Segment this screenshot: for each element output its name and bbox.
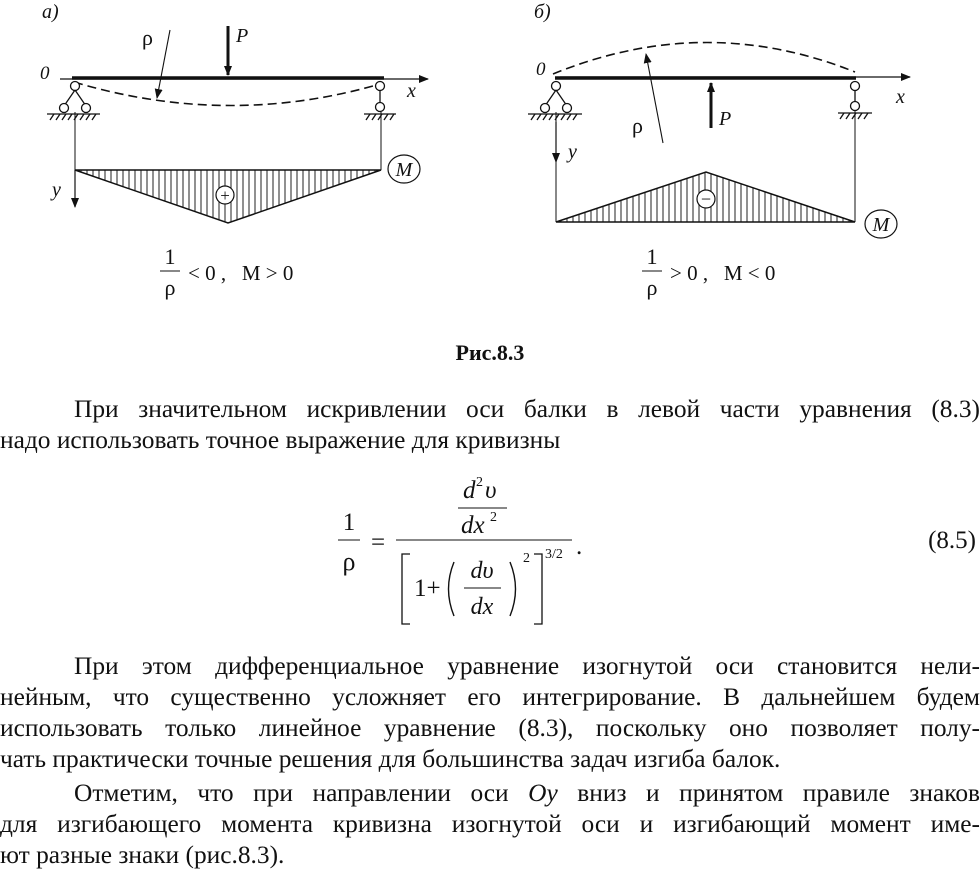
figure-b-sign-circle [696,189,716,209]
paragraph-3-line-1-start: Отметим, что при направлении оси [74,779,529,807]
paragraph-2-line-1: При этом дифференциальное уравнение изог… [74,652,980,680]
paragraph-3-line-3: ют разные знаки (рис.8.3). [0,841,285,869]
figure-caption: Рис.8.3 [455,340,525,365]
equation-8-5: 1 ρ = d 2 υ dx 2 1+ dυ dx 2 3/2 . [338,475,582,625]
eq-num-d: d [463,477,476,504]
figure-a-load-label: P [235,25,248,47]
paragraph-2: При этом дифференциальное уравнение изог… [0,651,980,775]
eq-num-v: υ [485,477,496,504]
figure-b-radius-label: ρ [632,113,643,138]
eq-bracket-left [401,553,410,625]
figure-a-cond-den: ρ [165,275,176,300]
figure-a-roller-support [364,80,396,121]
eq-bracket-right [534,553,543,625]
paragraph-1: При значительном искривлении оси балки в… [0,394,980,456]
eq-inner-num: dυ [470,558,493,584]
figure-a-y-label: y [50,179,61,201]
paragraph-2-line-4: чать практически точные решения для боль… [0,745,781,773]
eq-num-dx: dx [461,512,485,539]
figure-b-moment-circle [864,209,898,239]
figure-a: а) 0 x P ρ [40,1,429,300]
figure-b-y-label: y [566,141,577,163]
figure-b: б) 0 x P ρ [528,1,911,300]
figure-b-deflection-curve [552,41,856,75]
eq-num-exp: 2 [476,475,483,490]
figure-a-x-label: x [406,80,416,102]
figure-a-radius-line [154,29,171,99]
eq-lhs-num: 1 [343,509,356,536]
eq-paren-left [447,561,455,617]
figure-a-moment-label: M [395,159,414,181]
equation-number: (8.5) [928,527,976,554]
figure-a-label: а) [42,1,59,23]
figure-b-sign: − [701,189,711,209]
eq-period: . [576,533,582,560]
figure-b-roller-support [838,80,872,120]
paragraph-1-line-2: надо использовать точное выражение для к… [0,426,561,454]
eq-num-dx-exp: 2 [490,510,497,525]
eq-equals: = [371,529,385,556]
figure-b-cond-num: 1 [647,244,658,269]
eq-inner-exp: 2 [523,551,530,566]
figure-b-load-label: P [718,108,731,130]
paragraph-2-line-2: нейным, что существенно усложняет его ин… [0,683,980,711]
figure-a-sign: + [220,186,230,205]
eq-one-plus: 1+ [414,575,441,602]
figure-a-moment-circle [387,154,421,184]
figure-b-cond-rest: > 0 , M < 0 [670,261,775,285]
eq-paren-right [509,561,517,617]
figure-a-origin: 0 [40,63,50,84]
figure-a-radius-label: ρ [142,25,153,50]
figure-b-x-label: x [895,86,905,108]
eq-inner-den: dx [471,594,494,620]
figure-a-cond-rest: < 0 , M > 0 [188,261,293,285]
paragraph-3-line-1-end: вниз и принятом правиле знаков [557,779,980,807]
paragraph-3-line-1: Отметим, что при направлении оси Oy вниз… [0,778,980,809]
figure-a-sign-circle [215,185,235,205]
figure-a-deflection-curve [73,81,381,107]
paragraph-3-line-2: для изгибающего момента кривизна изогнут… [0,810,980,838]
paragraph-2-line-3: использовать только линейное уравнение (… [0,714,980,742]
figure-b-pin-support [528,80,582,121]
figure-b-radius-line [643,53,664,144]
figure-b-label: б) [534,1,551,23]
paragraph-3: Отметим, что при направлении оси Oy вниз… [0,778,980,871]
figure-a-pin-support [47,80,100,121]
figure-a-cond-num: 1 [165,244,176,269]
paragraph-1-line-1: При значительном искривлении оси балки в… [74,395,980,423]
eq-outer-exp: 3/2 [545,547,563,562]
figure-b-moment-label: M [872,214,891,236]
figure-b-cond-den: ρ [647,275,658,300]
figure-8-3: а) 0 x P ρ [40,1,911,300]
figure-b-origin: 0 [536,59,546,80]
eq-lhs-den: ρ [343,547,356,576]
axis-oy: Oy [528,779,558,807]
